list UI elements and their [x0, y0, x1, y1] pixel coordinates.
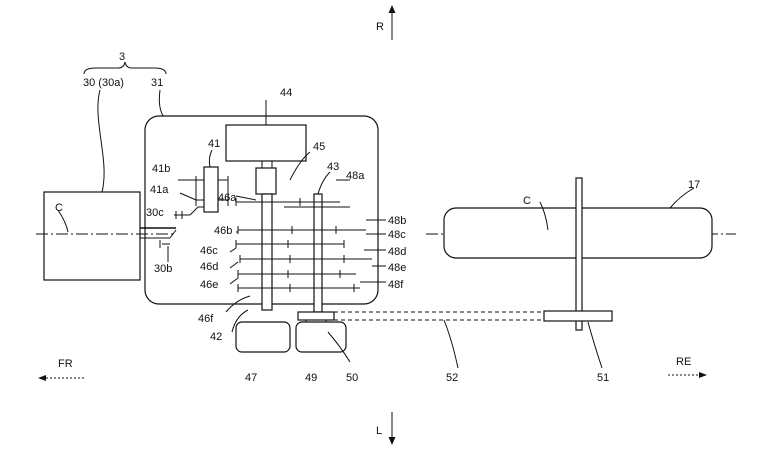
label-fr: FR: [58, 358, 73, 370]
unit-49: [295, 321, 347, 353]
direction-re-arrow: [668, 372, 707, 378]
drum-cross-shaft: [575, 177, 583, 331]
label-c-right: C: [523, 195, 531, 207]
unit-44: [225, 124, 307, 162]
label-41: 41: [208, 138, 220, 150]
label-41a: 41a: [150, 184, 169, 196]
gear-30c: [174, 206, 204, 219]
engine-30-box: [43, 191, 141, 281]
gear-pairs: [235, 198, 372, 292]
label-48c: 48c: [388, 229, 406, 241]
label-51: 51: [597, 372, 609, 384]
label-48b: 48b: [388, 215, 406, 227]
label-46f: 46f: [198, 313, 214, 325]
label-c-left: C: [55, 202, 63, 214]
gear-45: [255, 167, 277, 195]
label-50: 50: [346, 372, 358, 384]
label-46c: 46c: [200, 245, 218, 257]
leader-30: [97, 89, 105, 193]
gear-51: [543, 310, 613, 322]
shaft-48: [313, 193, 323, 313]
label-41b: 41b: [152, 163, 170, 175]
label-48e: 48e: [388, 262, 406, 274]
label-43: 43: [327, 161, 339, 173]
label-re: RE: [676, 356, 691, 368]
brace-3: [83, 61, 167, 75]
label-17: 17: [688, 179, 700, 191]
label-46b: 46b: [214, 225, 232, 237]
label-r: R: [376, 21, 384, 33]
label-30: 30 (30a): [83, 77, 124, 89]
label-45: 45: [313, 141, 325, 153]
label-52: 52: [446, 372, 458, 384]
label-49: 49: [305, 372, 317, 384]
label-46e: 46e: [200, 279, 218, 291]
leader-lines: [57, 100, 695, 369]
label-30c: 30c: [146, 207, 164, 219]
gear-50: [297, 311, 335, 321]
label-31: 31: [151, 77, 163, 89]
label-42: 42: [210, 331, 222, 343]
label-48a: 48a: [346, 170, 365, 182]
label-46d: 46d: [200, 261, 218, 273]
label-l: L: [376, 425, 382, 437]
direction-l-arrow: [388, 412, 396, 445]
label-30b: 30b: [154, 263, 172, 275]
unit-47: [235, 321, 291, 353]
label-48d: 48d: [388, 246, 406, 258]
shaft-46: [261, 193, 273, 311]
clutch-41: [203, 166, 219, 213]
label-3: 3: [119, 51, 125, 63]
label-46a: 46a: [218, 192, 237, 204]
direction-r-arrow: [388, 5, 396, 40]
label-48f: 48f: [388, 279, 404, 291]
direction-fr-arrow: [38, 375, 86, 381]
label-44: 44: [280, 87, 292, 99]
label-47: 47: [245, 372, 257, 384]
